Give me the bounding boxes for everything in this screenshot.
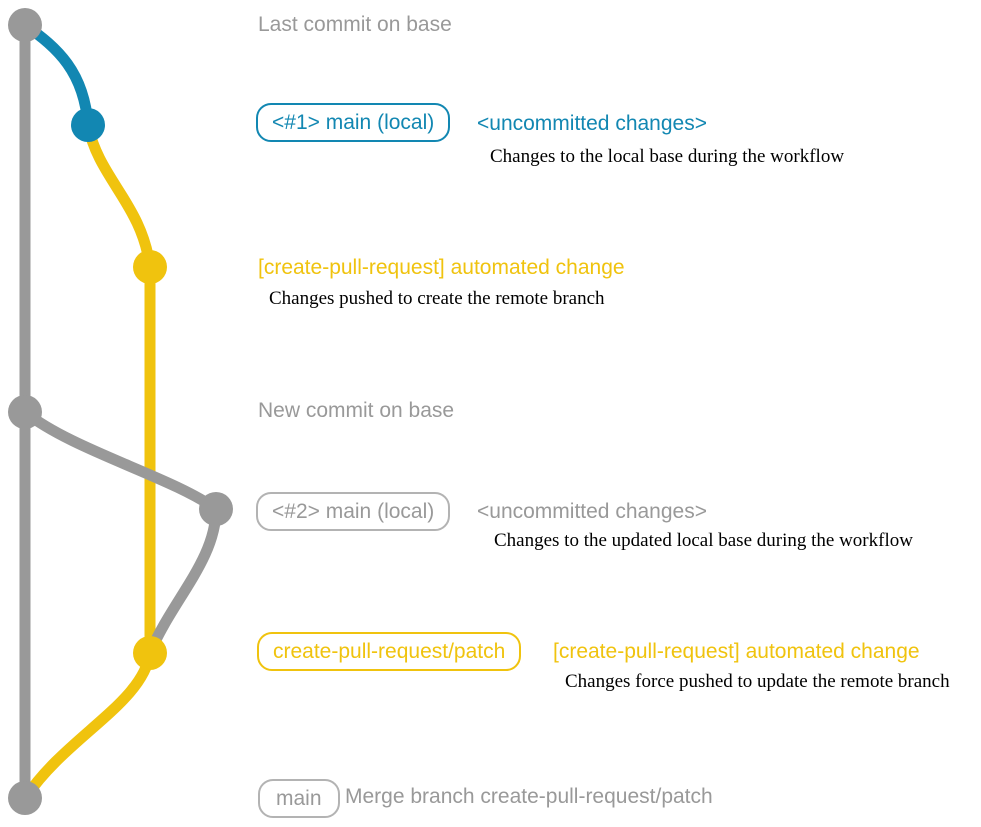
commit-dot-main-local-1 bbox=[71, 108, 105, 142]
branch-tag-main: main bbox=[258, 779, 340, 819]
branch-tag-pr-patch: create-pull-request/patch bbox=[257, 632, 522, 672]
commit-dot-base-new bbox=[8, 395, 42, 429]
commit-dot-main-local-2 bbox=[199, 492, 233, 526]
pr-branch-curve-top bbox=[82, 119, 156, 273]
updated-local-main-curve bbox=[19, 406, 222, 659]
new-commit-label: New commit on base bbox=[258, 399, 455, 422]
description-local-base: Changes to the local base during the wor… bbox=[490, 146, 845, 167]
commit-dot-pr-2 bbox=[133, 636, 167, 670]
commit-dot-merge bbox=[8, 781, 42, 815]
commit-message-automated-1: [create-pull-request] automated change bbox=[258, 256, 625, 279]
commit-message-uncommitted-2: <uncommitted changes> bbox=[477, 500, 707, 523]
commit-dot-pr-1 bbox=[133, 250, 167, 284]
commit-message-automated-2: [create-pull-request] automated change bbox=[553, 640, 920, 663]
description-updated-local-base: Changes to the updated local base during… bbox=[494, 530, 913, 551]
last-commit-label: Last commit on base bbox=[258, 13, 452, 36]
commit-dot-base-last bbox=[8, 8, 42, 42]
description-force-push: Changes force pushed to update the remot… bbox=[565, 671, 950, 692]
commit-message-merge: Merge branch create-pull-request/patch bbox=[345, 785, 713, 808]
commit-message-uncommitted-1: <uncommitted changes> bbox=[477, 112, 707, 135]
local-main-branch-curve bbox=[19, 19, 94, 131]
description-push-create: Changes pushed to create the remote bran… bbox=[269, 288, 605, 309]
branch-tag-main-local-2: <#2> main (local) bbox=[256, 492, 451, 532]
pr-merge-curve bbox=[20, 647, 156, 803]
branch-tag-main-local-1: <#1> main (local) bbox=[256, 103, 451, 143]
